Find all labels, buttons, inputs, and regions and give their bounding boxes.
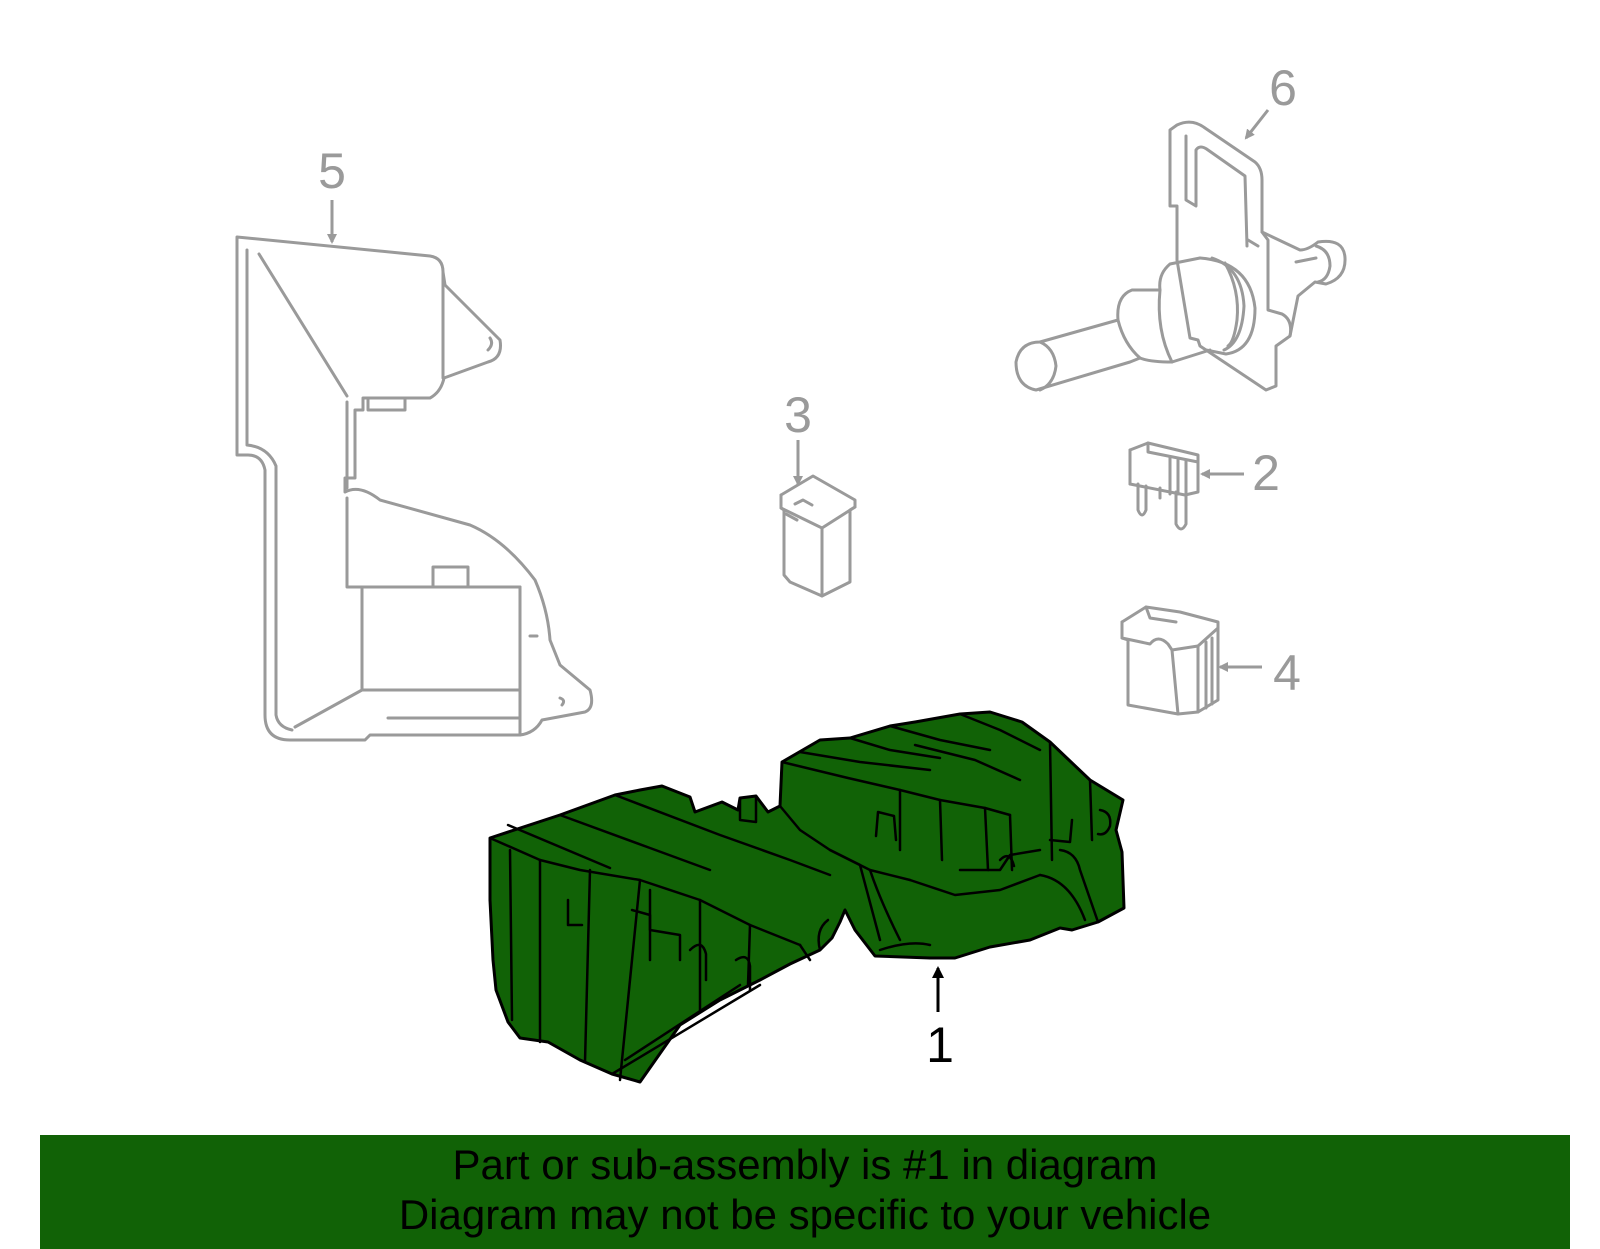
callout-4: 4 bbox=[1273, 645, 1301, 701]
callout-3: 3 bbox=[784, 387, 812, 443]
callout-2: 2 bbox=[1252, 445, 1280, 501]
banner-line-2: Diagram may not be specific to your vehi… bbox=[398, 1191, 1212, 1238]
callout-4-group: 4 bbox=[1218, 645, 1301, 701]
info-banner-background bbox=[40, 1135, 1570, 1249]
part-3-fuse bbox=[779, 474, 857, 598]
callout-1-group: 1 bbox=[926, 966, 954, 1073]
part-2-fuse bbox=[1128, 441, 1200, 531]
part-5-housing bbox=[235, 235, 594, 742]
callout-5: 5 bbox=[318, 143, 346, 199]
callout-3-group: 3 bbox=[784, 387, 812, 486]
callout-1: 1 bbox=[926, 1017, 954, 1073]
callout-5-group: 5 bbox=[318, 143, 346, 244]
part-6-component bbox=[1014, 120, 1347, 392]
part-4-fuse bbox=[1120, 605, 1220, 716]
callout-2-group: 2 bbox=[1200, 445, 1280, 501]
callout-6: 6 bbox=[1269, 60, 1297, 116]
callout-6-arrow bbox=[1244, 109, 1270, 140]
banner-line-1: Part or sub-assembly is #1 in diagram bbox=[452, 1141, 1158, 1188]
part-1-fuse-box bbox=[488, 710, 1126, 1084]
callout-6-group: 6 bbox=[1244, 60, 1297, 140]
info-banner: Part or sub-assembly is #1 in diagram Di… bbox=[40, 1135, 1570, 1245]
